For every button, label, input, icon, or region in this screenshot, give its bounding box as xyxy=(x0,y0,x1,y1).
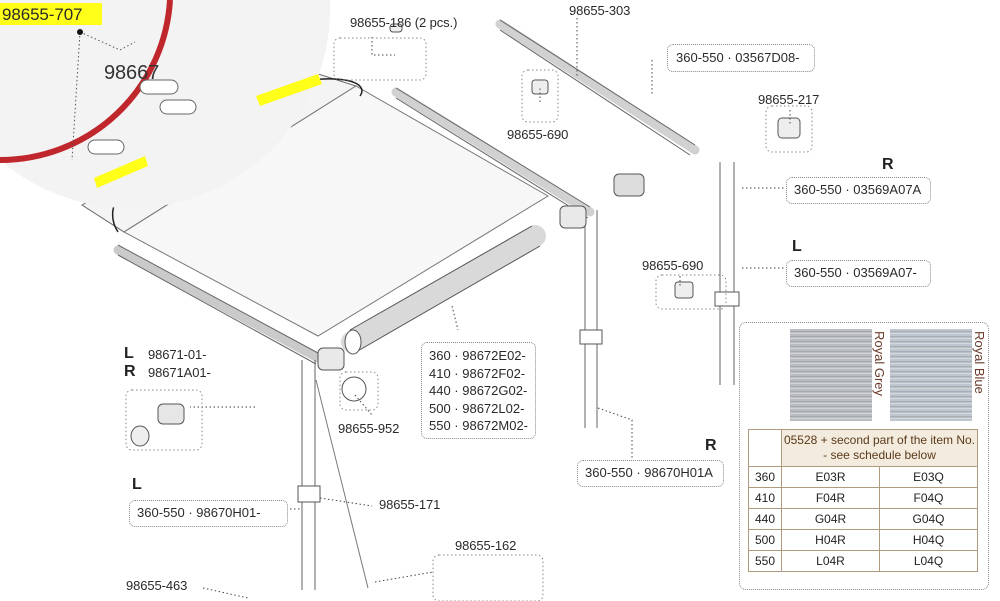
side-mark-l-98670H01: L xyxy=(132,476,142,493)
side-mark-r-98670H01A: R xyxy=(705,437,717,454)
callout-magnified-number: 98667 xyxy=(104,62,160,84)
box-03567D08-text: 360-550 · 03567D08- xyxy=(676,50,800,65)
cell-blue: E03Q xyxy=(879,466,978,488)
fabric-table-header-text: 05528 + second part of the item No. - se… xyxy=(781,429,978,467)
cell-len: 360 xyxy=(748,466,782,488)
end-cap-side-r: R xyxy=(124,363,136,380)
label-98655-186: 98655-186 (2 pcs.) xyxy=(350,15,458,30)
swatch-royal-grey xyxy=(790,329,872,421)
magnifier-ring xyxy=(0,0,173,164)
swatch-royal-blue xyxy=(890,329,972,421)
cell-len: 440 xyxy=(748,508,782,530)
cell-len: 500 xyxy=(748,529,782,551)
side-mark-l-03569A07: L xyxy=(792,238,802,255)
box-03569A07: 360-550 · 03569A07- xyxy=(786,260,931,287)
box-98670H01A: 360-550 · 98670H01A xyxy=(577,460,724,487)
magnifier xyxy=(0,0,331,209)
cell-blue: G04Q xyxy=(879,508,978,530)
roller-tube-list: 360 · 98672E02- 410 · 98672F02- 440 · 98… xyxy=(421,342,536,439)
roller-row-550: 550 · 98672M02- xyxy=(429,418,529,433)
swatch-label-royal-grey: Royal Grey xyxy=(872,331,887,397)
cell-blue: H04Q xyxy=(879,529,978,551)
end-cap-code-r: 98671A01- xyxy=(148,365,211,380)
end-cap-side-l: L xyxy=(124,345,134,362)
label-98655-217: 98655-217 xyxy=(758,92,820,107)
box-03569A07-text: 360-550 · 03569A07- xyxy=(794,265,917,280)
box-03567D08: 360-550 · 03567D08- xyxy=(667,44,815,72)
cell-grey: H04R xyxy=(781,529,880,551)
cell-grey: G04R xyxy=(781,508,880,530)
gear-housing xyxy=(613,173,645,197)
box-98670H01-text: 360-550 · 98670H01- xyxy=(137,505,261,520)
part-highlight xyxy=(0,3,102,25)
box-03569A07A: 360-550 · 03569A07A xyxy=(786,177,931,204)
cell-len: 410 xyxy=(748,487,782,509)
label-98655-690-top: 98655-690 xyxy=(507,127,569,142)
cell-grey: E03R xyxy=(781,466,880,488)
cell-len: 550 xyxy=(748,550,782,572)
end-cap-code-l: 98671-01- xyxy=(148,347,207,362)
label-98655-952: 98655-952 xyxy=(338,421,400,436)
roller-row-360: 360 · 98672E02- xyxy=(429,348,526,363)
fabric-panel: Royal Grey Royal Blue 05528 + second par… xyxy=(739,322,989,590)
box-98670H01: 360-550 · 98670H01- xyxy=(129,500,288,527)
box-03569A07A-text: 360-550 · 03569A07A xyxy=(794,182,922,197)
swatch-label-royal-blue: Royal Blue xyxy=(972,331,987,394)
roller-row-500: 500 · 98672L02- xyxy=(429,400,525,416)
cell-grey: F04R xyxy=(781,487,880,509)
fabric-code-table: 05528 + second part of the item No. - se… xyxy=(748,429,978,572)
label-98655-463: 98655-463 xyxy=(126,578,188,593)
label-98655-162: 98655-162 xyxy=(455,538,517,553)
roller-row-410: 410 · 98672F02- xyxy=(429,365,526,381)
label-98655-303: 98655-303 xyxy=(569,3,631,18)
box-98670H01A-text: 360-550 · 98670H01A xyxy=(585,465,713,480)
label-98655-171: 98655-171 xyxy=(379,497,441,512)
roller-row-440: 440 · 98672G02- xyxy=(429,383,528,398)
label-98655-690-mid: 98655-690 xyxy=(642,258,704,273)
fabric-table-header: 05528 + second part of the item No. - se… xyxy=(748,429,978,467)
cell-grey: L04R xyxy=(781,550,880,572)
cell-blue: F04Q xyxy=(879,487,978,509)
cell-blue: L04Q xyxy=(879,550,978,572)
callout-98655-707: 98655-707 xyxy=(2,5,83,24)
side-mark-r-03569A07A: R xyxy=(882,156,894,173)
